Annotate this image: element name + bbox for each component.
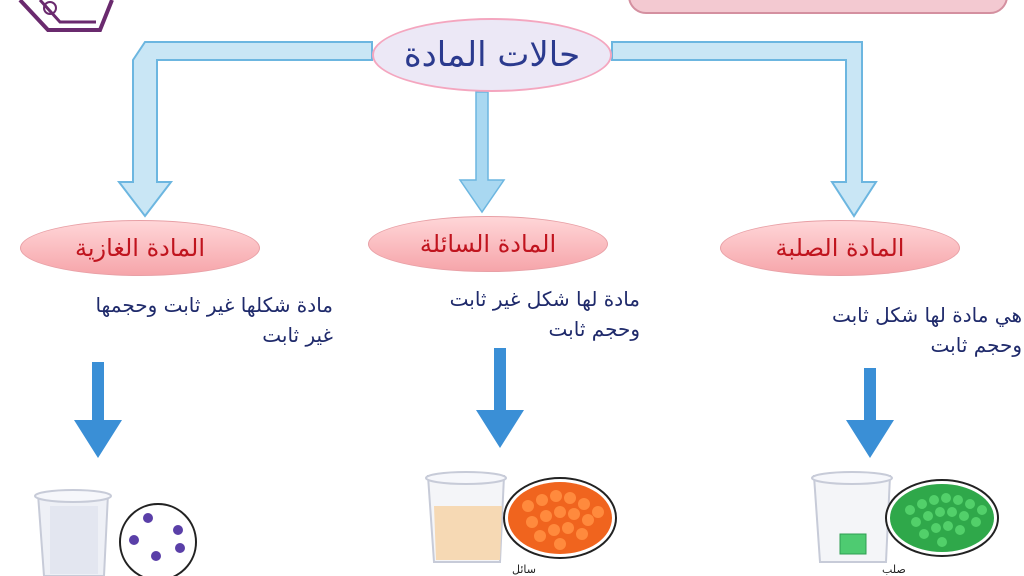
beaker-icon	[811, 471, 893, 563]
solid-description-line2: وحجم ثابت	[930, 333, 1022, 357]
gas-state-ellipse: المادة الغازية	[20, 220, 260, 276]
liquid-caption: سائل	[512, 563, 536, 576]
gas-description-line2: غير ثابت	[262, 323, 333, 347]
logo-emblem-icon	[18, 0, 114, 32]
liquid-state-label: المادة السائلة	[419, 230, 557, 258]
beaker-icon	[425, 471, 507, 563]
left-connector	[116, 41, 373, 218]
down-arrow-icon	[74, 362, 122, 458]
liquid-description-line2: وحجم ثابت	[548, 317, 640, 341]
down-arrow-icon	[846, 368, 894, 458]
gas-description: مادة شكلها غير ثابت وحجمها غير ثابت	[28, 290, 333, 350]
gas-illustration	[34, 489, 197, 576]
liquid-description: مادة لها شكل غير ثابت وحجم ثابت	[380, 284, 640, 344]
down-arrow-icon	[476, 348, 524, 448]
liquid-illustration	[425, 471, 617, 563]
liquid-state-ellipse: المادة السائلة	[368, 216, 608, 272]
beaker-icon	[34, 489, 112, 576]
solid-description: هي مادة لها شكل ثابت وحجم ثابت	[760, 300, 1022, 360]
title-ellipse: حالات المادة	[372, 18, 612, 92]
diagram-title: حالات المادة	[403, 35, 581, 75]
solid-particles-icon	[885, 479, 999, 557]
solid-illustration	[811, 471, 999, 563]
gas-description-line1: مادة شكلها غير ثابت وحجمها	[95, 293, 333, 317]
solid-state-ellipse: المادة الصلبة	[720, 220, 960, 276]
center-connector	[458, 91, 506, 214]
gas-particles-icon	[119, 503, 197, 576]
right-connector	[611, 41, 878, 218]
solid-caption: صلب	[882, 563, 906, 576]
liquid-description-line1: مادة لها شكل غير ثابت	[449, 287, 640, 311]
liquid-particles-icon	[503, 477, 617, 559]
gas-state-label: المادة الغازية	[74, 234, 206, 262]
solid-description-line1: هي مادة لها شكل ثابت	[831, 303, 1022, 327]
solid-state-label: المادة الصلبة	[775, 234, 905, 262]
